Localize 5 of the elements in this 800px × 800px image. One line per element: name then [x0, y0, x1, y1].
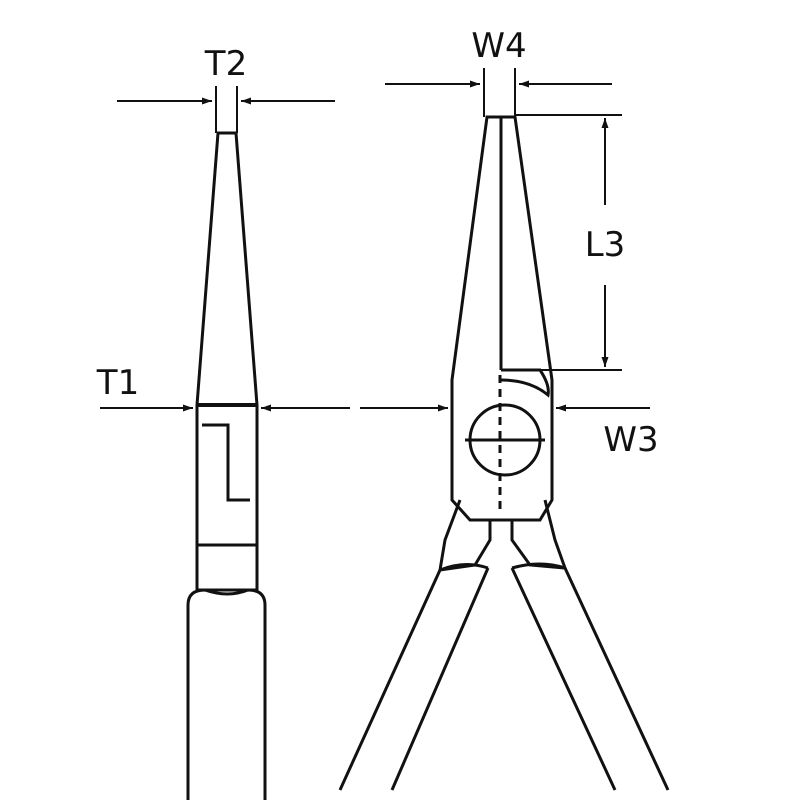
dimension-label: T2 — [204, 47, 248, 81]
dimension-label: T1 — [96, 366, 140, 400]
dimension-label: W3 — [603, 423, 659, 457]
dimension-label: L3 — [584, 228, 626, 262]
dimension-label: W4 — [471, 29, 527, 63]
